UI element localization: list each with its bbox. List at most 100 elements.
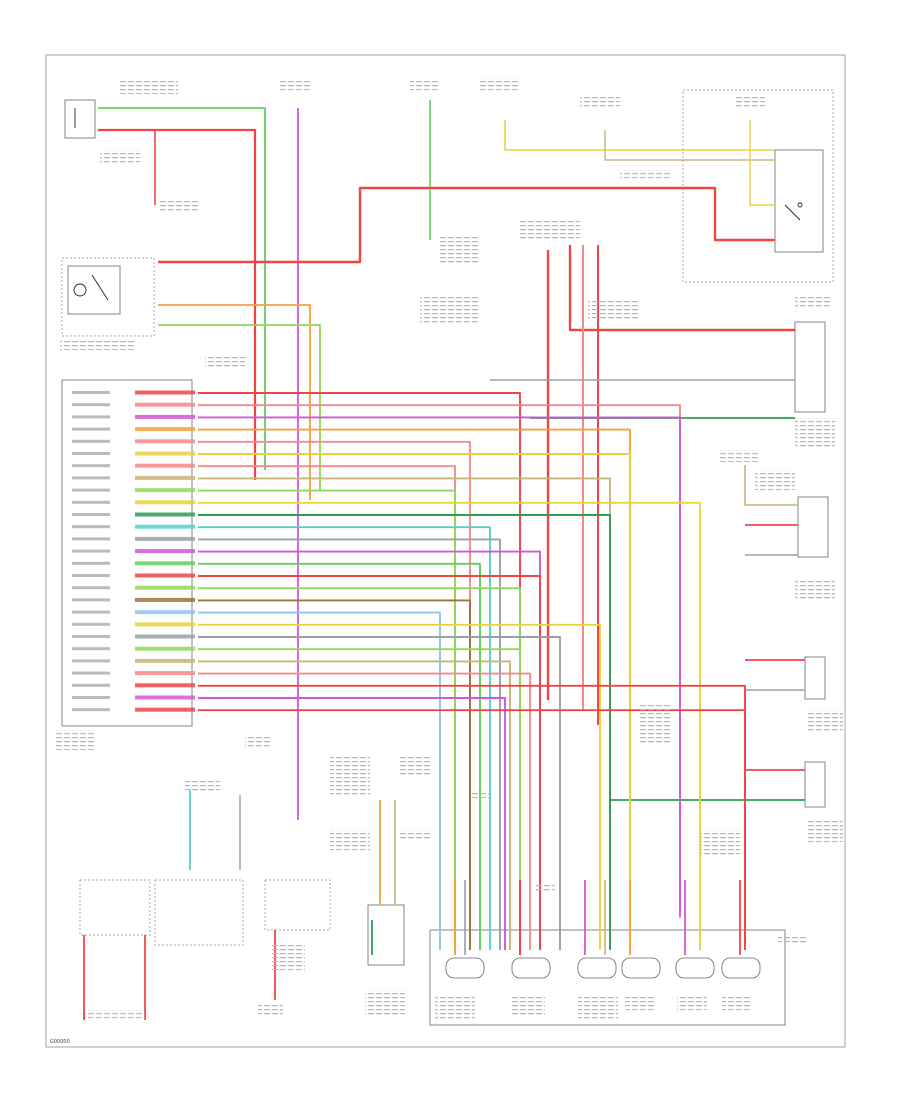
small-text-block-17 — [795, 418, 835, 448]
wire-10 — [158, 324, 321, 490]
wire-36 — [198, 526, 491, 950]
wire-38 — [198, 550, 541, 950]
pcm-pin-19 — [135, 610, 195, 615]
wire-34 — [198, 501, 701, 950]
pcm-pin-6 — [135, 451, 195, 456]
pcm-pin-label-mark — [72, 476, 110, 480]
pcm-pin-16 — [135, 573, 195, 578]
wire-6 — [504, 120, 775, 151]
wire-37 — [198, 538, 501, 950]
small-text-block-11 — [420, 295, 480, 325]
solenoid-coils — [445, 957, 761, 979]
pcm-pin-12 — [135, 524, 195, 529]
small-text-block-21 — [808, 710, 843, 732]
sensor-box-right-1 — [794, 321, 826, 413]
pcm-pin-label-mark — [72, 427, 110, 431]
wire-8 — [158, 186, 775, 264]
wire-9 — [158, 304, 311, 500]
wire-27 — [198, 416, 681, 918]
pcm-pin-24 — [135, 671, 195, 676]
pcm-pin-14 — [135, 549, 195, 554]
small-text-block-4 — [480, 78, 520, 90]
wire-29 — [198, 440, 471, 942]
pcm-pin-label-mark — [72, 659, 110, 663]
small-text-block-26 — [330, 830, 370, 850]
small-text-block-29 — [470, 790, 490, 798]
small-text-block-12 — [520, 220, 580, 240]
pcm-pin-label-mark — [72, 415, 110, 419]
wire-18 — [744, 465, 798, 506]
pcm-pin-17 — [135, 585, 195, 590]
sensor-box-right-3 — [804, 656, 826, 700]
wire-35 — [198, 514, 611, 950]
small-text-block-22 — [808, 820, 843, 842]
small-text-block-27 — [400, 755, 430, 775]
pcm-pin-label-mark — [72, 403, 110, 407]
switch-box-3 — [264, 879, 331, 931]
pcm-pin-label-mark — [72, 561, 110, 565]
pcm-pin-2 — [135, 402, 195, 407]
solenoid-body-box — [429, 929, 786, 1026]
wire-40 — [198, 575, 541, 950]
pcm-pin-label-mark — [72, 622, 110, 626]
wire-25 — [198, 392, 521, 893]
small-text-block-3 — [410, 80, 440, 90]
wire-51 — [198, 709, 746, 950]
pcm-pin-label-mark — [72, 464, 110, 468]
pcm-pin-label-mark — [72, 647, 110, 651]
connector-top-left — [64, 99, 96, 139]
pcm-pin-10 — [135, 500, 195, 505]
small-text-block-42 — [85, 1010, 145, 1018]
pcm-pin-23 — [135, 658, 195, 663]
small-text-block-1 — [118, 80, 178, 94]
pcm-pin-label-mark — [72, 537, 110, 541]
switch-box-1 — [79, 879, 151, 936]
wire-43 — [198, 611, 441, 950]
small-text-block-8 — [60, 340, 135, 350]
wire-42 — [198, 599, 471, 950]
pcm-pin-label-mark — [72, 500, 110, 504]
pcm-pin-26 — [135, 695, 195, 700]
small-text-block-24 — [185, 780, 220, 792]
small-text-block-34 — [510, 995, 545, 1015]
small-text-block-18 — [720, 450, 760, 462]
small-text-block-7 — [160, 200, 200, 212]
wire-50 — [198, 697, 506, 950]
wire-46 — [198, 648, 521, 950]
small-text-block-40 — [258, 1005, 283, 1015]
small-text-block-25 — [330, 755, 370, 795]
pcm-pin-5 — [135, 439, 195, 444]
small-text-block-37 — [677, 995, 707, 1010]
pcm-pin-8 — [135, 475, 195, 480]
fuse-relay-box — [682, 89, 834, 283]
pcm-pin-rows — [72, 390, 195, 712]
pcm-pin-22 — [135, 646, 195, 651]
wire-1 — [98, 107, 266, 470]
small-text-block-38 — [722, 995, 752, 1010]
small-text-block-13 — [588, 300, 638, 320]
pcm-pin-label-mark — [72, 586, 110, 590]
pcm-pin-9 — [135, 488, 195, 493]
pcm-pin-label-mark — [72, 488, 110, 492]
small-text-block-14 — [620, 170, 670, 178]
small-text-block-20 — [795, 580, 835, 600]
pcm-pin-1 — [135, 390, 195, 395]
sensor-box-right-4 — [804, 761, 826, 808]
wire-26 — [198, 404, 681, 906]
wire-7 — [604, 130, 775, 161]
wire-2 — [98, 128, 257, 480]
small-text-block-43 — [245, 735, 270, 749]
range-sensor-box — [61, 257, 155, 337]
pcm-pin-25 — [135, 683, 195, 688]
small-text-block-19 — [755, 470, 795, 490]
small-text-block-44 — [535, 885, 555, 893]
pcm-pin-label-mark — [72, 696, 110, 699]
pcm-pin-7 — [135, 463, 195, 468]
small-text-block-15 — [735, 96, 765, 108]
small-text-block-28 — [400, 830, 430, 840]
pcm-pin-label-mark — [72, 549, 110, 553]
pcm-pin-20 — [135, 622, 195, 627]
pcm-pin-18 — [135, 597, 195, 602]
wire-48 — [198, 672, 531, 950]
